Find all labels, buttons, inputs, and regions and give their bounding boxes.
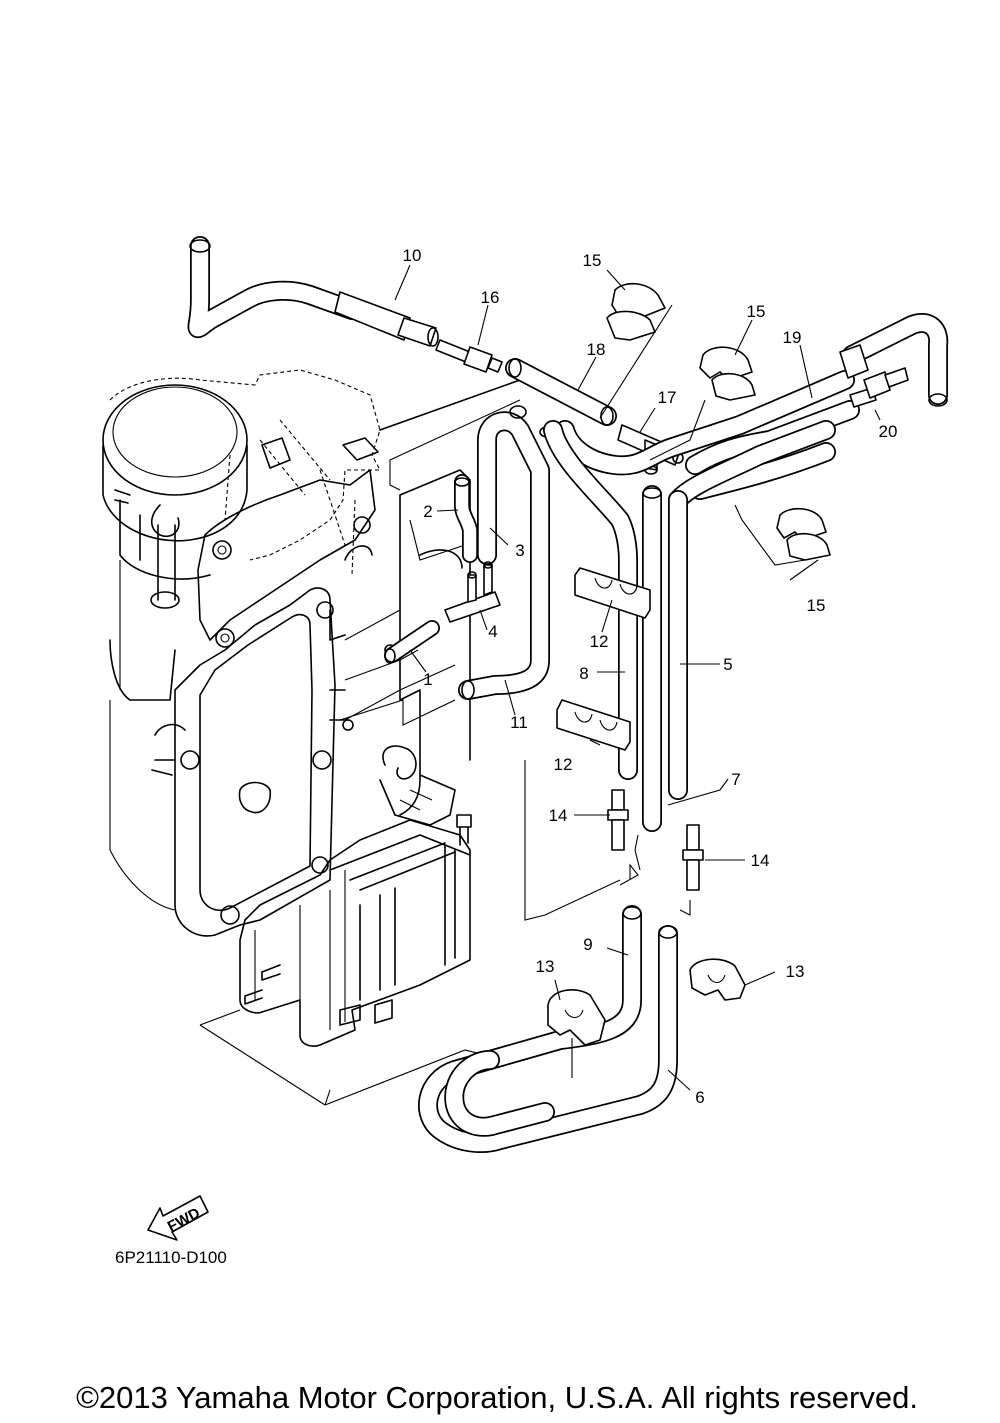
callout-10: 10 xyxy=(403,246,422,265)
callout-2: 2 xyxy=(423,502,432,521)
hose-2 xyxy=(454,474,478,563)
callout-17: 17 xyxy=(658,388,677,407)
callout-8: 8 xyxy=(579,664,588,683)
callout-9: 9 xyxy=(583,935,592,954)
hose-10 xyxy=(187,236,439,347)
clamp-12-lower xyxy=(556,699,631,751)
fitting-14-right xyxy=(682,824,704,891)
callout-11: 11 xyxy=(510,713,528,732)
copyright-notice: ©2013 Yamaha Motor Corporation, U.S.A. A… xyxy=(76,1380,918,1415)
callout-15c: 15 xyxy=(807,596,826,615)
clamp-15-top xyxy=(606,282,666,341)
fitting-20 xyxy=(849,367,909,408)
callout-20: 20 xyxy=(879,422,898,441)
hose-8 xyxy=(543,420,638,780)
callout-5: 5 xyxy=(723,655,732,674)
callout-19: 19 xyxy=(783,328,802,347)
callout-1: 1 xyxy=(423,670,432,689)
callout-6: 6 xyxy=(695,1088,704,1107)
clamp-12-upper xyxy=(574,567,651,619)
fitting-14-left xyxy=(607,789,629,851)
fwd-label: FWD xyxy=(165,1204,203,1235)
engine-block xyxy=(102,369,546,937)
hose-18 xyxy=(505,358,617,426)
connector-16 xyxy=(435,339,503,373)
callout-3: 3 xyxy=(515,541,524,560)
callout-15b: 15 xyxy=(747,302,766,321)
callout-4: 4 xyxy=(488,622,497,641)
callout-16: 16 xyxy=(481,288,500,307)
callout-18: 18 xyxy=(587,340,606,359)
leader-lines xyxy=(394,264,881,1091)
hose-9-6 xyxy=(418,905,678,1153)
callout-14b: 14 xyxy=(751,851,770,870)
callout-12a: 12 xyxy=(590,632,609,651)
clamp-13-right xyxy=(689,958,746,1001)
callout-13b: 13 xyxy=(786,962,805,981)
callout-14a: 14 xyxy=(549,806,568,825)
hose-3-11 xyxy=(458,405,550,700)
vapor-canister xyxy=(239,745,472,1047)
hose-5 xyxy=(642,420,836,832)
callout-13a: 13 xyxy=(536,957,555,976)
callout-12b: 12 xyxy=(554,755,573,774)
callout-15a: 15 xyxy=(583,251,602,270)
hose-1 xyxy=(384,620,440,664)
clamp-15-bottom xyxy=(776,507,831,561)
callout-7: 7 xyxy=(731,770,740,789)
fitting-4 xyxy=(444,561,501,623)
clamp-15-middle xyxy=(699,346,756,401)
callout-labels: 1 2 3 4 5 6 7 8 9 10 11 12 12 13 13 14 1… xyxy=(403,246,898,1107)
diagram-code: 6P21110-D100 xyxy=(115,1248,227,1267)
clamp-13-left xyxy=(547,989,606,1046)
fwd-arrow-icon: FWD xyxy=(147,1195,209,1241)
